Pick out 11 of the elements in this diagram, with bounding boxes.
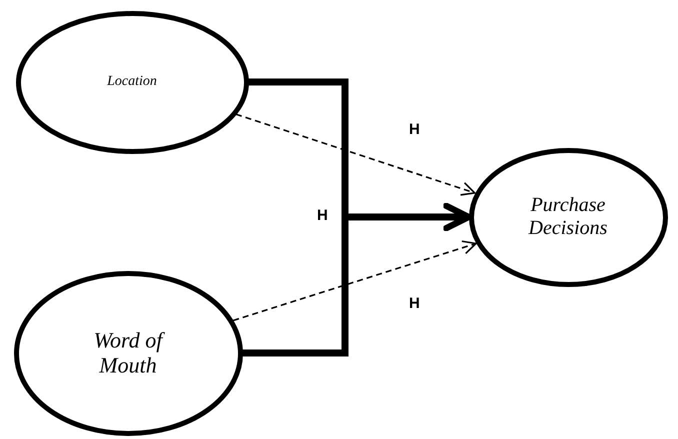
dashed-arrow [236,113,476,196]
ellipse-node [468,148,668,286]
ellipse-node [16,10,248,154]
node-label: Purchase Decisions [527,194,608,240]
edge-label: H [408,122,421,137]
node-label: Location [106,74,158,90]
edge-label: H [408,296,421,311]
dashed-arrow [232,240,477,322]
ellipse-node [14,270,242,436]
node-label: Word of Mouth [14,328,242,378]
hypothesis-label: H [316,208,329,223]
